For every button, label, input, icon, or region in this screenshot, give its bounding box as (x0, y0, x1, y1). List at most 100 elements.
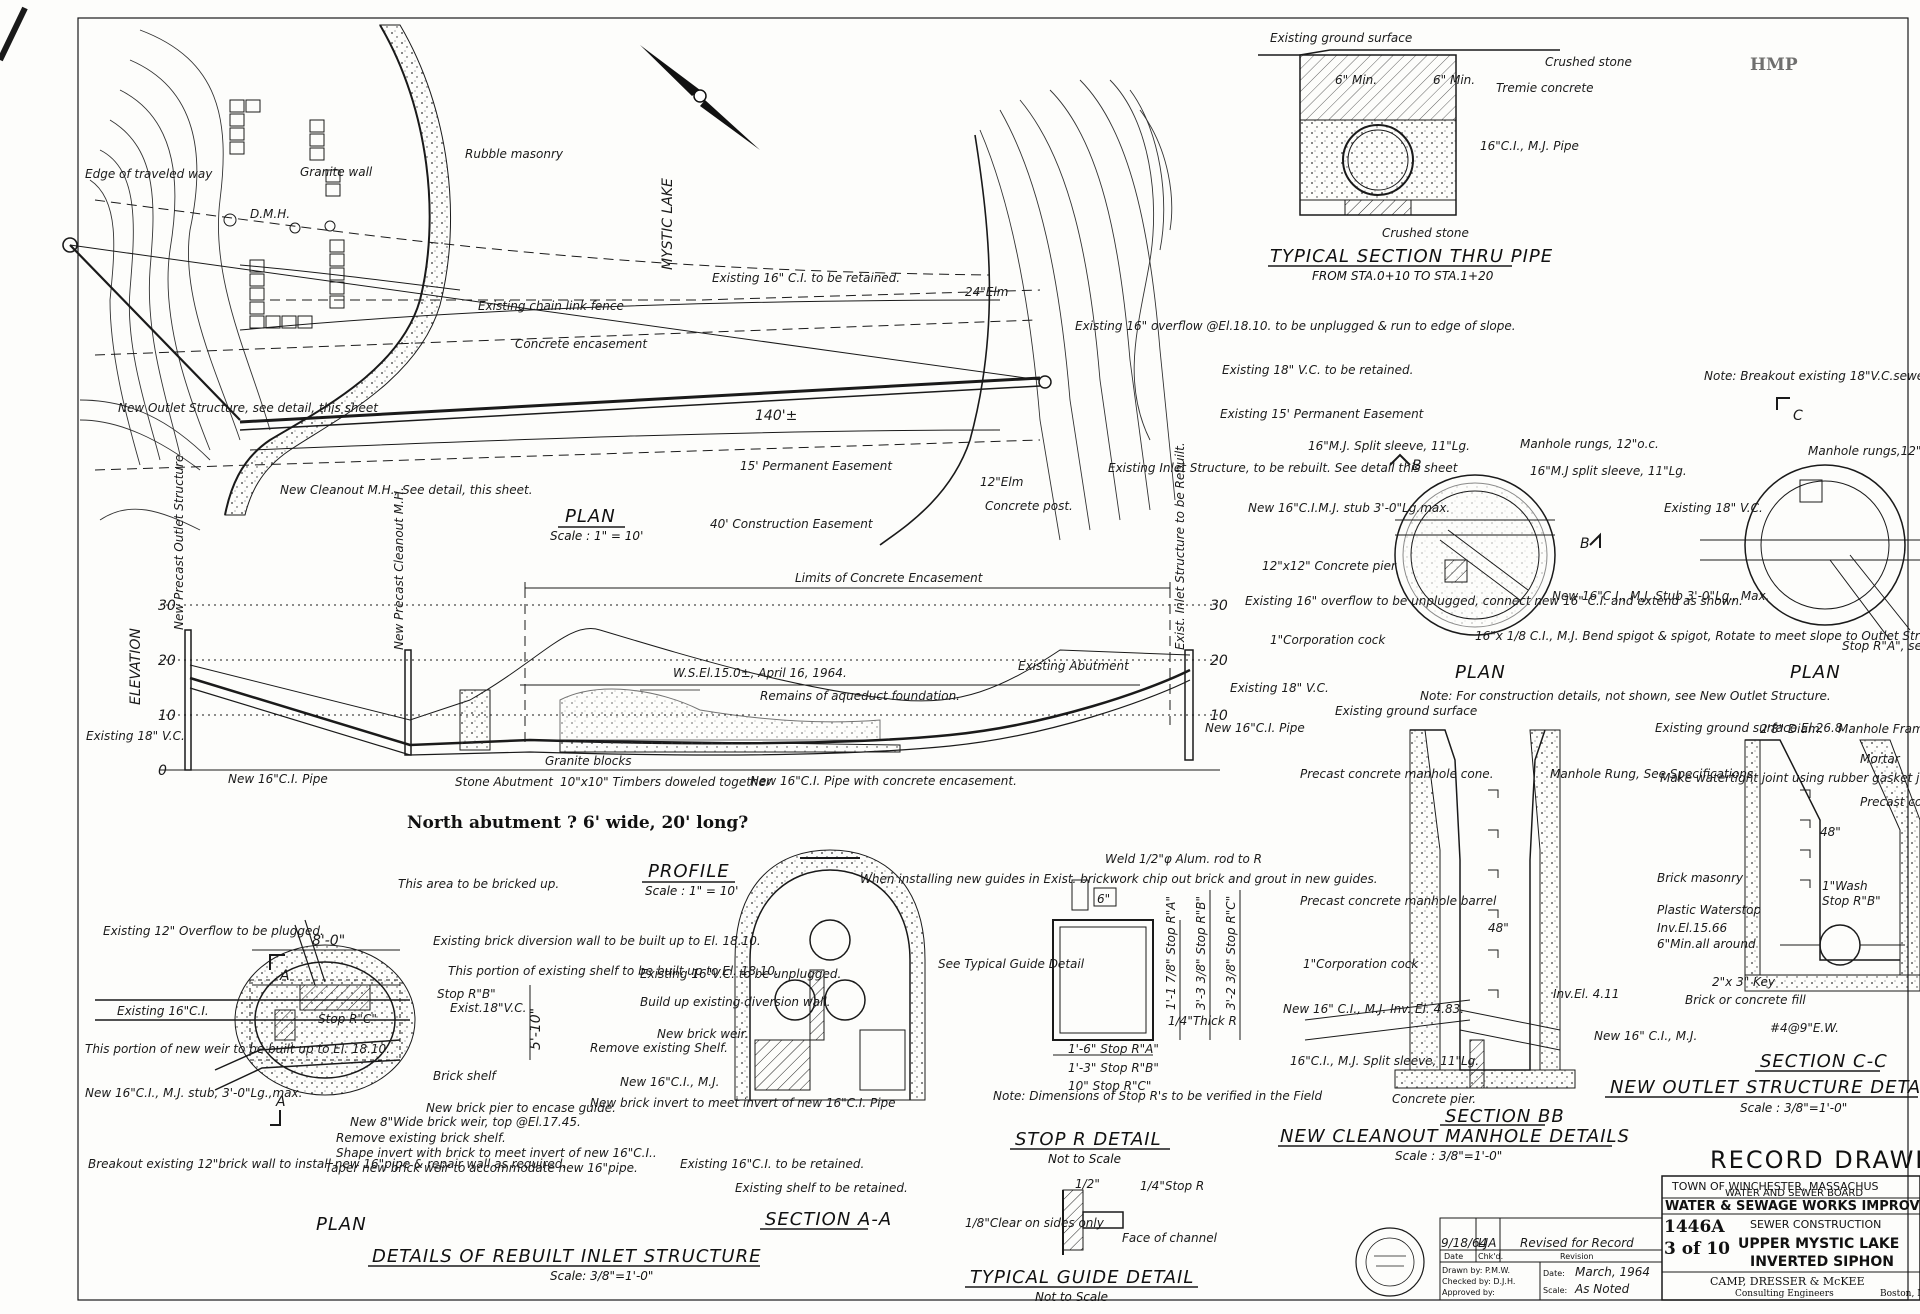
label-limits-encasement: Limits of Concrete Encasement (795, 571, 984, 585)
section-aa: Existing 16"V.C. to be unplugged. Build … (590, 849, 926, 1230)
label-overflow-12: Existing 12" Overflow to be plugged. (103, 924, 324, 938)
label-mh-rungs: Manhole rungs, 12"o.c. (1520, 437, 1659, 451)
siphon-pipe (239, 376, 1041, 424)
guide-detail: 1/2" 1/4"Stop R 1/8"Clear on sides only … (965, 1177, 1218, 1304)
tb-col-date: Date (1444, 1252, 1463, 1261)
label-outlet-diameter: 48" (1820, 825, 1841, 839)
tb-drawn: Drawn by: P.M.W. (1442, 1266, 1510, 1275)
label-concrete-pier-2: Concrete pier. (1392, 1092, 1476, 1106)
section-aa-title: SECTION A-A (765, 1209, 892, 1230)
label-granite-wall: Granite wall (300, 165, 373, 179)
label-new-stub-inlet: New 16"C.I., M.J. stub, 3'-0"Lg.,max. (85, 1086, 302, 1100)
label-shelf: This portion of existing shelf to be bui… (448, 964, 779, 978)
tb-checked: Checked by: D.J.H. (1442, 1277, 1515, 1286)
outlet-point-symbol (62, 237, 78, 253)
label-stop-a: 1'-1 7/8" Stop R"A" (1164, 896, 1178, 1010)
label-stop-b-inlet: Stop R"B" (437, 987, 496, 1001)
outlet-plan-title: PLAN (1790, 662, 1841, 683)
label-min-right: 6" Min. (1433, 73, 1475, 87)
label-chain-fence: Existing chain link fence (478, 299, 624, 313)
guide-detail-title: TYPICAL GUIDE DETAIL (970, 1267, 1194, 1288)
label-guides-note: When installing new guides in Exist. bri… (860, 872, 1378, 886)
label-dim-stop-c: 10" Stop R"C" (1068, 1079, 1151, 1093)
tb-col-chkd: Chk'd. (1478, 1252, 1503, 1261)
tb-col-revision: Revision (1560, 1252, 1593, 1261)
label-inlet-vertical: Exist. Inlet Structure to be Rebuilt. (1173, 442, 1187, 650)
label-bend: 16"x 1/8 C.I., M.J. Bend spigot & spigot… (1475, 629, 1920, 643)
label-cleanout-note: Note: For construction details, not show… (1420, 689, 1831, 703)
label-outlet-diam: 2'8" Diam. (1760, 722, 1823, 736)
inlet-detail-scale: Scale: 3/8"=1'-0" (550, 1269, 653, 1283)
label-dim-stop-a: 1'-6" Stop R"A" (1068, 1042, 1159, 1056)
tb-scale-label: Scale: (1543, 1286, 1567, 1295)
tb-firm-2: Consulting Engineers (1735, 1289, 1834, 1299)
typical-section-title: TYPICAL SECTION THRU PIPE (1270, 246, 1553, 267)
label-six: 6" (1097, 892, 1110, 906)
label-ground-cleanout: Existing ground surface (1335, 704, 1477, 718)
tb-board: WATER AND SEWER BOARD (1725, 1188, 1863, 1199)
profile-scale: Scale : 1" = 10' (645, 884, 738, 898)
label-new-16-encasement: New 16"C.I. Pipe with concrete encasemen… (750, 774, 1017, 788)
label-remove-aa: Remove existing Shelf. (590, 1041, 728, 1055)
tb-rev-date: 9/18/64 (1441, 1236, 1487, 1250)
label-outlet-waterstop: Plastic Waterstop (1657, 903, 1762, 917)
profile-tick-10-right: 10 (1210, 708, 1228, 724)
label-crushed-stone-top: Crushed stone (1545, 55, 1632, 69)
label-outlet-precast: Precast co manhole c (1860, 795, 1920, 809)
label-outlet-wash: 1"Wash (1822, 879, 1868, 893)
label-outlet-fill: Brick or concrete fill (1685, 993, 1806, 1007)
corner-mark: HMP (1750, 55, 1798, 75)
label-corp-cock: 1"Corporation cock (1270, 633, 1386, 647)
section-b-marker-right: B (1580, 536, 1590, 552)
label-existing-18-right: Existing 18" V.C. (1230, 681, 1329, 695)
rebuilt-inlet-details: A A This area to be bricked up. Existing… (85, 877, 779, 1283)
typical-section-subtitle: FROM STA.0+10 TO STA.1+20 (1312, 269, 1494, 283)
label-thick: 1/4"Thick R (1168, 1014, 1237, 1028)
label-perm-easement-right: Existing 15' Permanent Easement (1220, 407, 1425, 421)
label-shelf-aa: Existing shelf to be retained. (735, 1181, 908, 1195)
label-corp-cock-2: 1"Corporation cock (1303, 957, 1419, 971)
label-rubble-masonry: Rubble masonry (465, 147, 564, 161)
label-split-sleeve: 16"M.J. Split sleeve, 11"Lg. (1308, 439, 1470, 453)
label-rung: Manhole Rung, See Specifications (1550, 767, 1753, 781)
label-outlet-brick: Brick masonry (1657, 871, 1744, 885)
label-new-stub: New 16"C.I.M.J. stub 3'-0"Lg.max. (1248, 501, 1450, 515)
label-new-16-stub: New 16"C.I., M.J. Stub 3'-0"Lg., Max. (1552, 589, 1769, 603)
label-brick-shelf: Brick shelf (433, 1069, 497, 1083)
profile-title: PROFILE (648, 861, 730, 882)
label-outlet-rungs: Manhole rungs,12"o.c. (1808, 444, 1920, 458)
label-outlet-structure: New Outlet Structure, see detail, this s… (118, 401, 379, 415)
label-diversion: Existing brick diversion wall to be buil… (433, 934, 761, 948)
section-b-marker-left: B (1412, 458, 1422, 474)
label-half: 1/2" (1075, 1177, 1100, 1191)
label-outlet-bars: #4@9"E.W. (1770, 1021, 1839, 1035)
label-dim-8: 8'-0" (312, 933, 345, 949)
label-guide-stop: 1/4"Stop R (1140, 1179, 1204, 1193)
label-weir-8: New 8"Wide brick weir, top @El.17.45. (350, 1115, 581, 1129)
label-buildup-aa: Build up existing diversion wall. (640, 995, 831, 1009)
label-existing-abutment: Existing Abutment (1018, 659, 1130, 673)
tb-rev-text: Revised for Record (1520, 1236, 1634, 1250)
label-vc16-aa: Existing 16"V.C. to be unplugged. (640, 967, 841, 981)
label-min-left: 6" Min. (1335, 73, 1377, 87)
label-outlet-frame: Manhole Frame as specified. (1838, 722, 1920, 736)
tb-project-2: INVERTED SIPHON (1750, 1254, 1894, 1270)
stop-plate-detail: When installing new guides in Exist. bri… (860, 852, 1378, 1166)
label-length: 140'± (755, 408, 797, 424)
label-pier-guide: New brick pier to encase guide. (426, 1101, 616, 1115)
label-outlet-inv: Inv.El.15.66 (1657, 921, 1728, 935)
tb-hand-number: 1446A (1664, 1217, 1725, 1237)
label-existing-18-vc: Existing 18" V.C. to be retained. (1222, 363, 1413, 377)
label-cleanout-vertical: New Precast Cleanout M.H. (392, 487, 406, 650)
label-barrel: Precast concrete manhole barrel (1300, 894, 1497, 908)
label-cone: Precast concrete manhole cone. (1300, 767, 1494, 781)
tb-sewer: SEWER CONSTRUCTION (1750, 1218, 1881, 1231)
label-exist-18: Exist.18"V.C. (450, 1001, 526, 1015)
stop-detail-title: STOP R DETAIL (1015, 1129, 1162, 1150)
label-dim-5: 5'-10" (528, 1008, 544, 1050)
label-new16-aa: New 16"C.I., M.J. (620, 1075, 719, 1089)
record-drawing-stamp: RECORD DRAWING (1710, 1146, 1920, 1174)
outlet-structure-detail: Note: Breakout existing 18"V.C.sewer & b… (1605, 369, 1920, 1115)
